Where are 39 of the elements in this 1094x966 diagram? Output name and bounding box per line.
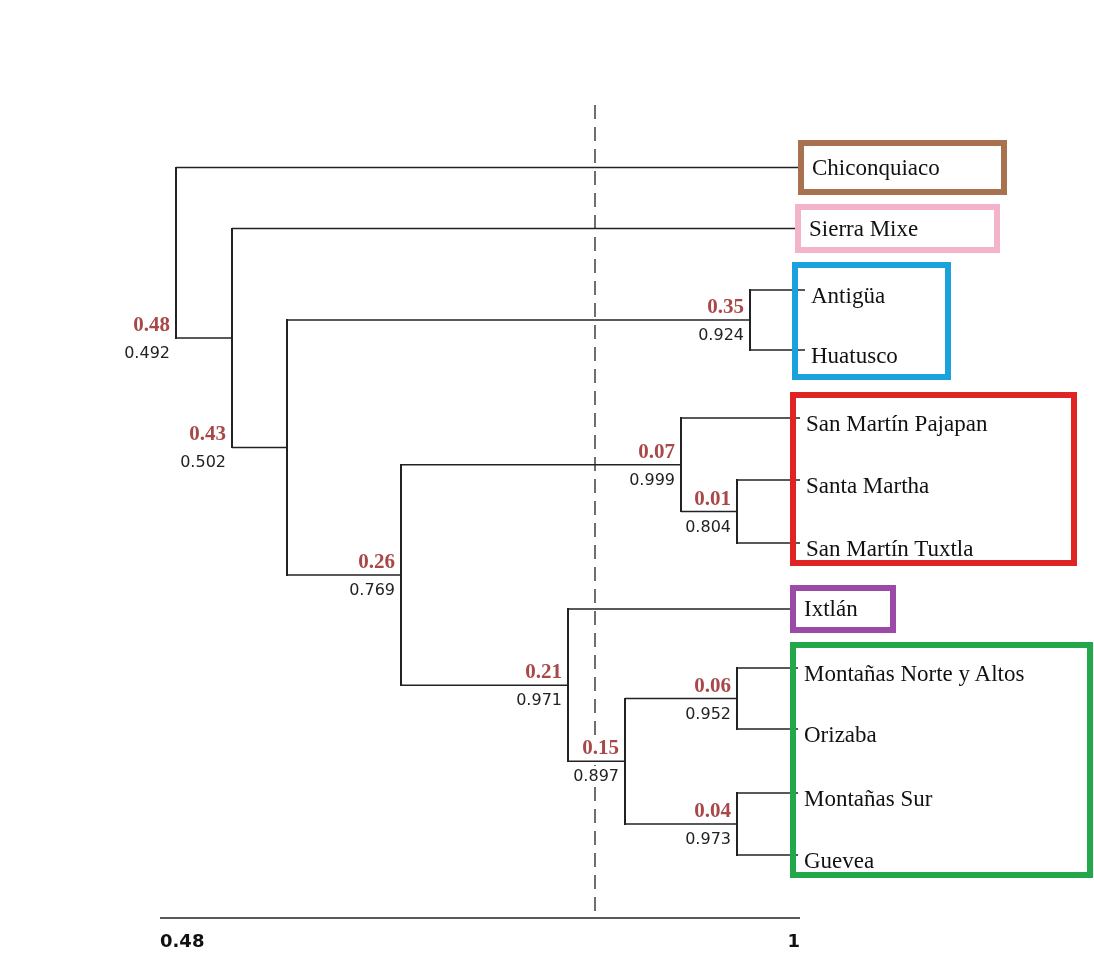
- branch-line: [736, 854, 799, 856]
- branch-line: [400, 684, 569, 686]
- leaf-label: San Martín Pajapan: [806, 410, 1074, 438]
- leaf-label: Montañas Sur: [804, 785, 1004, 813]
- leaf-label: Montañas Norte y Altos: [804, 660, 1094, 688]
- axis-tick-label: 0.48: [160, 930, 205, 951]
- branch-line: [680, 417, 801, 419]
- branch-line: [175, 166, 799, 169]
- branch-line: [736, 542, 801, 544]
- cluster-box: [790, 392, 1077, 566]
- leaf-label: Huatusco: [811, 342, 941, 370]
- branch-line: [231, 227, 796, 230]
- cluster-box: [790, 642, 1093, 878]
- leaf-label: Guevea: [804, 847, 954, 875]
- boxed-label: Ixtlán: [790, 585, 896, 633]
- branch-line: [567, 760, 626, 762]
- branch-line: [680, 510, 738, 513]
- leaf-label: San Martín Tuxtla: [806, 535, 1066, 563]
- cluster-box: [792, 262, 951, 380]
- branch-line: [231, 446, 288, 449]
- branch-line: [286, 574, 402, 576]
- leaf-label: Orizaba: [804, 721, 954, 749]
- leaf-label: Antigüa: [811, 282, 941, 310]
- branch-line: [624, 697, 738, 700]
- branch-line: [567, 608, 791, 610]
- axis-tick-label: 1: [787, 930, 800, 951]
- branch-line: [736, 667, 799, 669]
- leaf-label: Santa Martha: [806, 472, 1006, 500]
- branch-line: [736, 728, 799, 730]
- branch-line: [749, 289, 806, 291]
- branch-line: [736, 792, 799, 794]
- branch-line: [624, 823, 738, 825]
- branch-line: [400, 464, 682, 466]
- branch-line: [749, 349, 806, 351]
- branch-line: [736, 479, 801, 481]
- boxed-label: Chiconquiaco: [798, 140, 1007, 195]
- branch-line: [286, 319, 751, 321]
- branch-line: [175, 337, 233, 339]
- boxed-label: Sierra Mixe: [795, 204, 1000, 253]
